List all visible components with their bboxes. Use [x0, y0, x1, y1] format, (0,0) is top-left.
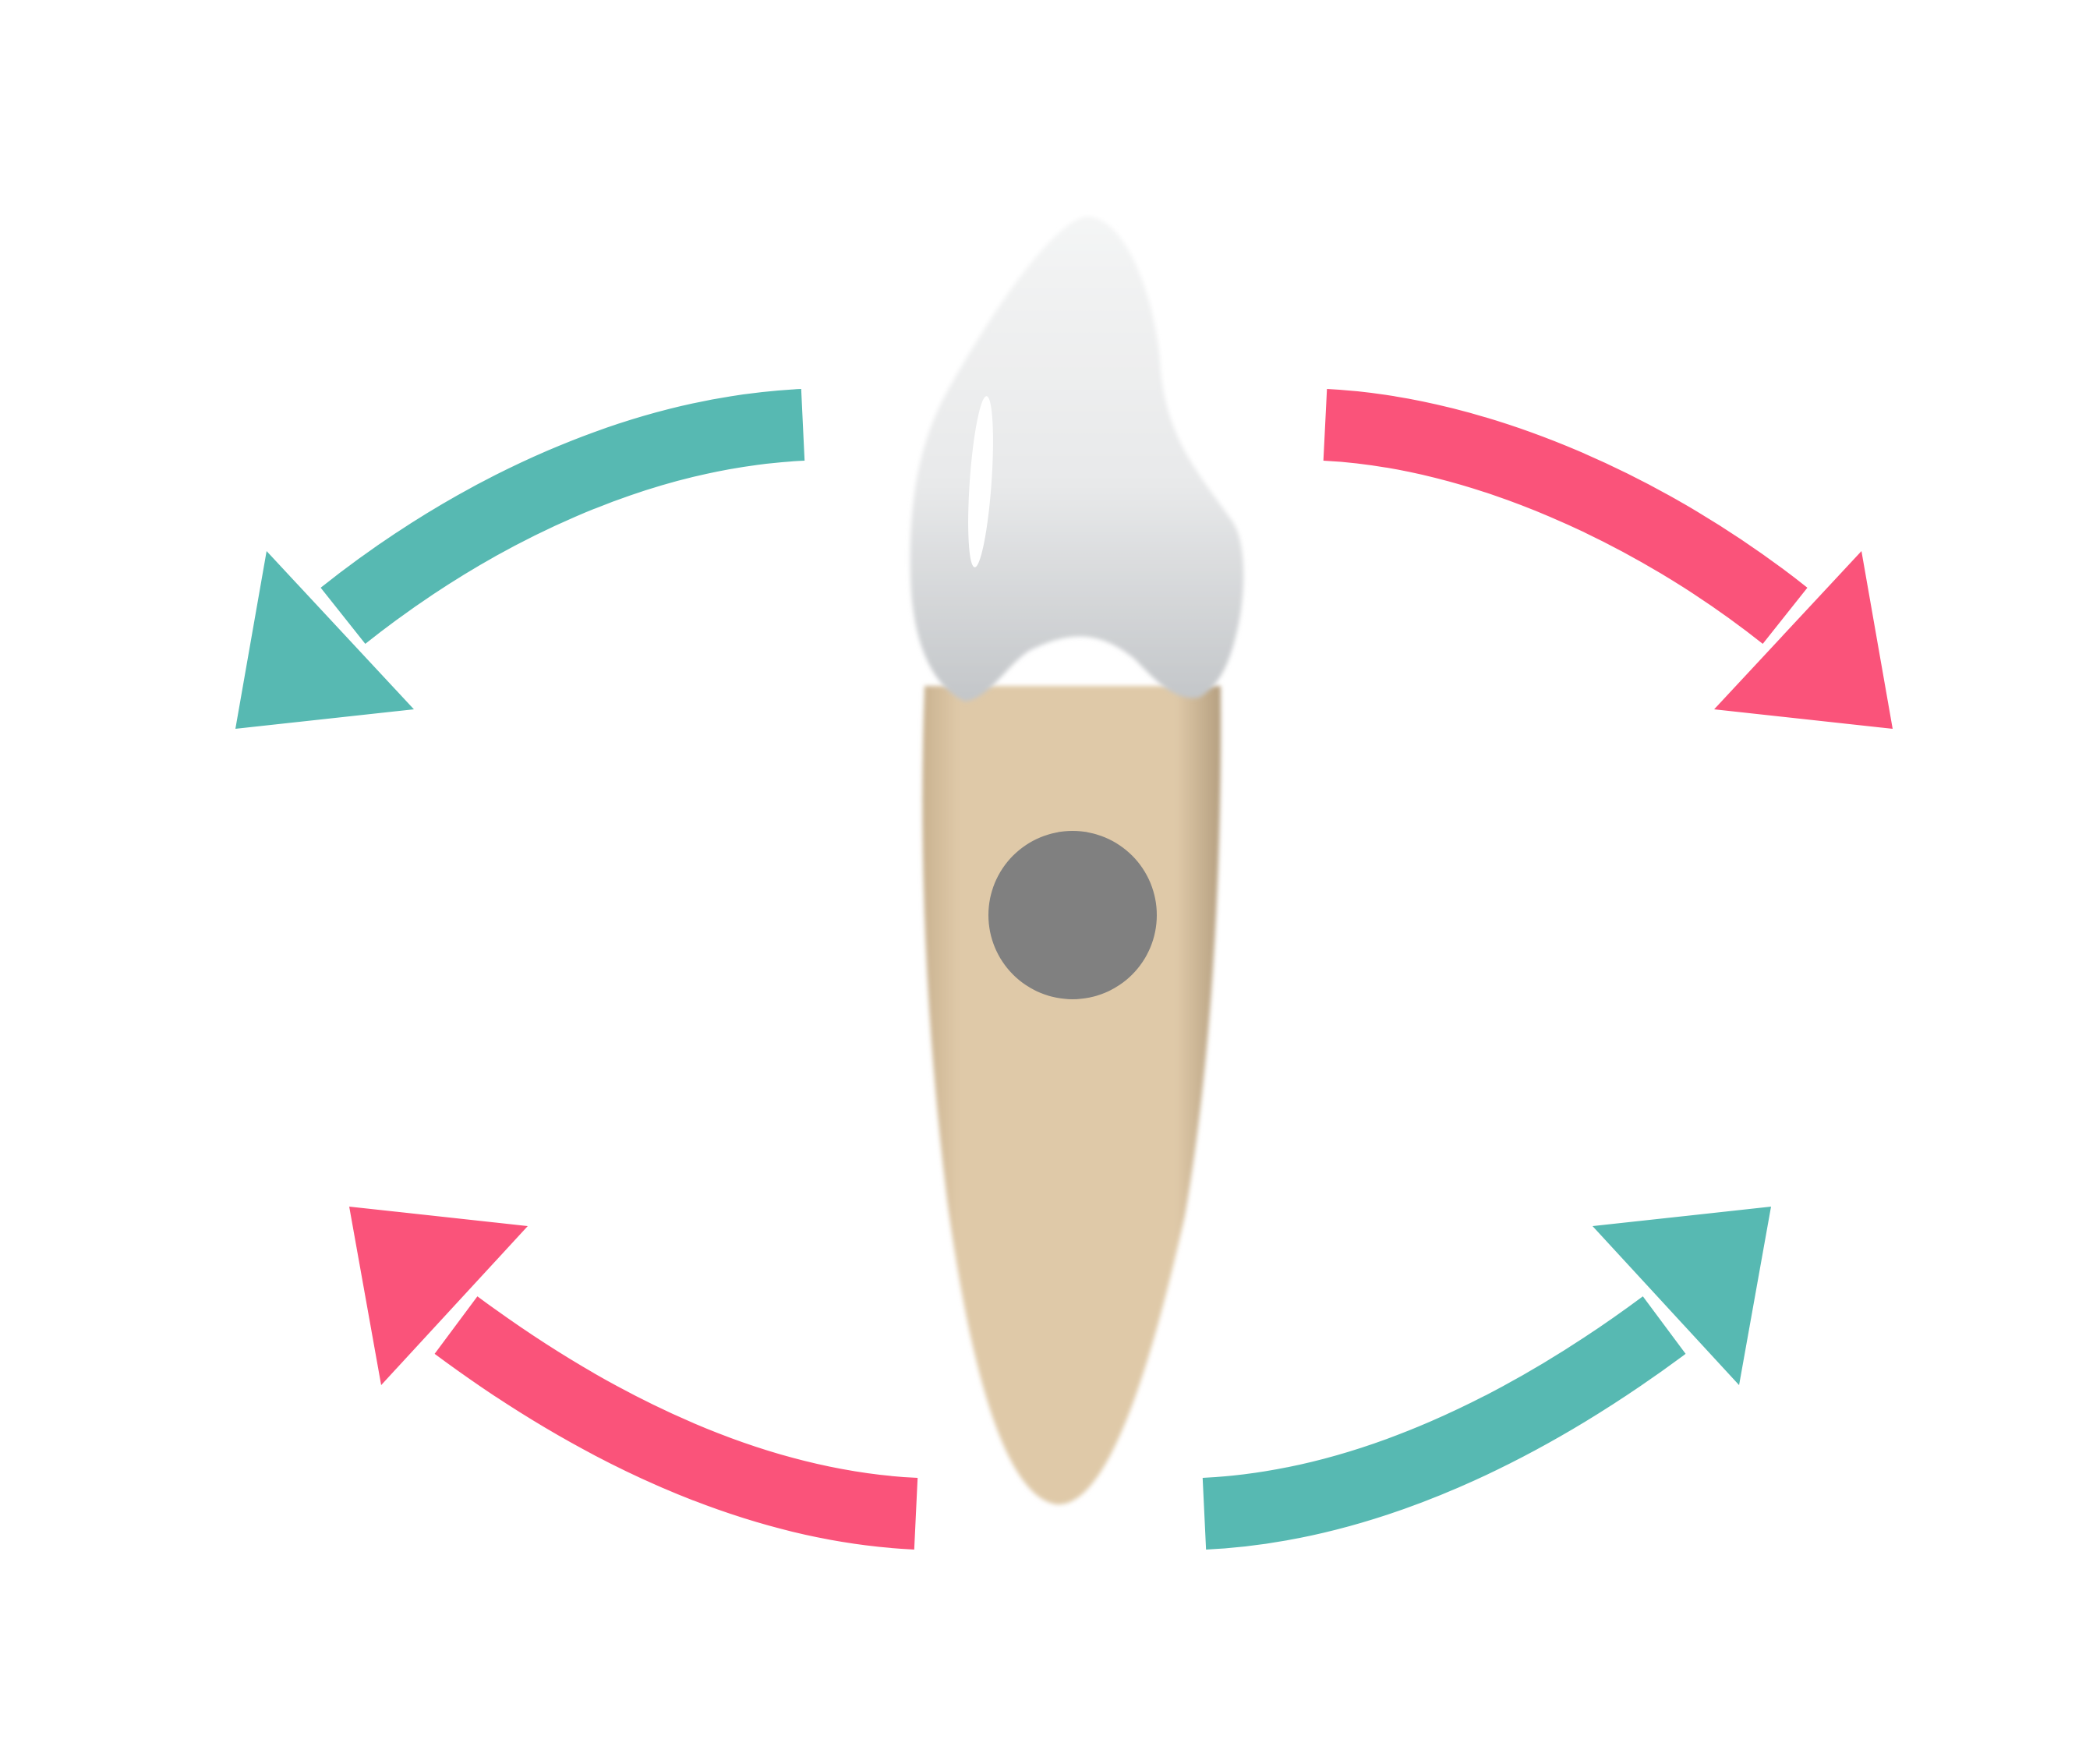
arrow-head	[349, 1207, 528, 1385]
arrow-head	[1714, 551, 1893, 729]
tooth-root	[922, 686, 1221, 1505]
center-of-rotation-icon	[988, 831, 1157, 999]
arrow-top-right-pink	[1323, 389, 1893, 729]
arrow-bottom-left-pink	[349, 1207, 918, 1550]
arrow-head	[235, 551, 414, 729]
arrow-top-left-teal	[235, 389, 805, 729]
curved-arrow-icon	[1202, 1296, 1686, 1550]
crown-highlight	[968, 396, 993, 567]
curved-arrow-icon	[434, 1296, 918, 1550]
curved-arrow-icon	[1323, 389, 1808, 645]
tooth-icon	[910, 217, 1244, 1505]
arrow-head	[1593, 1207, 1771, 1385]
curved-arrow-icon	[320, 389, 805, 645]
arrow-bottom-right-teal	[1202, 1207, 1771, 1550]
tooth-crown	[910, 217, 1244, 702]
